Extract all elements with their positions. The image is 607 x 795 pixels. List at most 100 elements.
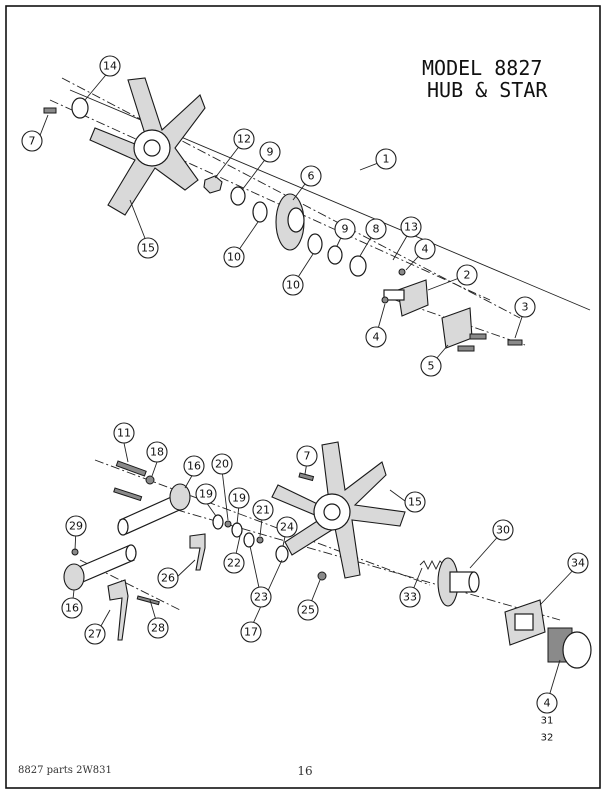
hub-30: [437, 557, 480, 607]
svg-text:4: 4: [422, 243, 429, 256]
callout-27: 27: [84, 623, 106, 645]
nut-12: [203, 175, 223, 194]
callout-29: 29: [65, 515, 87, 537]
svg-text:12: 12: [237, 133, 251, 146]
svg-text:27: 27: [88, 628, 102, 641]
svg-text:2: 2: [464, 269, 471, 282]
svg-text:7: 7: [29, 135, 36, 148]
svg-text:16: 16: [65, 602, 79, 615]
bolt-lower: [113, 487, 143, 502]
callout-4c: 4: [536, 692, 558, 714]
top-lower-axis: [49, 99, 491, 301]
nut-25: [317, 571, 327, 581]
callout-33: 33: [399, 586, 421, 608]
svg-text:18: 18: [150, 446, 164, 459]
svg-text:9: 9: [267, 146, 274, 159]
callout-7b: 7: [296, 445, 318, 467]
bolt-3c: [457, 345, 475, 352]
svg-text:9: 9: [342, 223, 349, 236]
callout-17: 17: [240, 621, 262, 643]
star-wheel-bottom: [271, 441, 406, 579]
assembly-subtitle: HUB & STAR: [427, 78, 548, 102]
washer-19a: [212, 514, 224, 530]
svg-text:24: 24: [280, 521, 294, 534]
seal-10a: [252, 201, 268, 223]
page-border: [5, 5, 601, 789]
callout-21: 21: [252, 499, 274, 521]
spindle-plate-2: [383, 279, 429, 317]
svg-text:6: 6: [308, 170, 315, 183]
callout-8: 8: [365, 218, 387, 240]
svg-text:15: 15: [408, 496, 422, 509]
svg-text:4: 4: [373, 331, 380, 344]
svg-text:19: 19: [232, 492, 246, 505]
callout-7: 7: [21, 130, 43, 152]
callout-25: 25: [297, 599, 319, 621]
bracket-27: [107, 579, 129, 641]
callout-1: 1: [375, 148, 397, 170]
seal-top: [71, 97, 89, 119]
svg-text:22: 22: [227, 557, 241, 570]
svg-text:4: 4: [544, 697, 551, 710]
callout-10: 10: [223, 246, 245, 268]
bracket-26: [189, 533, 206, 571]
callout-3: 3: [514, 296, 536, 318]
callout-18: 18: [146, 441, 168, 463]
washer-19b: [231, 522, 243, 538]
top-assembly: 14 7 15 12 9 10 6 1 10 9 8 13 4 2 4 3 5: [21, 55, 591, 377]
callout-4b: 4: [365, 326, 387, 348]
svg-text:34: 34: [571, 557, 585, 570]
svg-text:10: 10: [227, 251, 241, 264]
nut-4b: [381, 296, 389, 304]
svg-text:8: 8: [373, 223, 380, 236]
bottom-assembly: 11 18 16 20 7 15 19 19 21 24 22 23 25 17…: [61, 422, 592, 744]
callout-9: 9: [259, 141, 281, 163]
tube-16-lower: [63, 544, 137, 591]
nut-4a: [398, 268, 406, 276]
callout-23: 23: [250, 586, 272, 608]
callout-9b: 9: [334, 218, 356, 240]
svg-text:17: 17: [244, 626, 258, 639]
callout-15b: 15: [404, 491, 426, 513]
callout-19a: 19: [195, 483, 217, 505]
star-wheel-top: [89, 77, 206, 216]
callout-5: 5: [420, 355, 442, 377]
svg-text:3: 3: [522, 301, 529, 314]
svg-text:21: 21: [256, 504, 270, 517]
callout-16b: 16: [61, 597, 83, 619]
callout-6: 6: [300, 165, 322, 187]
callout-14: 14: [99, 55, 121, 77]
bearing-9a: [230, 186, 246, 206]
callout-12: 12: [233, 128, 255, 150]
svg-text:11: 11: [117, 427, 131, 440]
seal-10b: [307, 233, 323, 255]
bolt-7: [43, 107, 57, 114]
callout-19b: 19: [228, 487, 250, 509]
callout-34: 34: [567, 552, 589, 574]
plate-34: [504, 599, 546, 646]
bearing-9b: [327, 245, 343, 265]
nut-18: [145, 475, 155, 485]
callout-13: 13: [400, 216, 422, 238]
washer-24: [275, 545, 289, 563]
svg-text:28: 28: [151, 622, 165, 635]
nut-21: [256, 536, 264, 544]
plate-5: [441, 307, 473, 349]
tube-16-upper: [117, 483, 191, 536]
svg-text:13: 13: [404, 221, 418, 234]
nut-20: [224, 520, 232, 528]
svg-text:33: 33: [403, 591, 417, 604]
svg-text:19: 19: [199, 488, 213, 501]
callout-32: 32: [541, 733, 554, 744]
callout-26: 26: [157, 567, 179, 589]
bolt-3b: [507, 339, 523, 346]
callout-2: 2: [456, 264, 478, 286]
svg-text:30: 30: [496, 524, 510, 537]
bolt-3a: [469, 333, 487, 340]
callout-24: 24: [276, 516, 298, 538]
bolt-11: [115, 460, 147, 477]
svg-text:23: 23: [254, 591, 268, 604]
callout-4a: 4: [414, 238, 436, 260]
svg-text:14: 14: [103, 60, 117, 73]
bearing-8: [349, 255, 367, 277]
